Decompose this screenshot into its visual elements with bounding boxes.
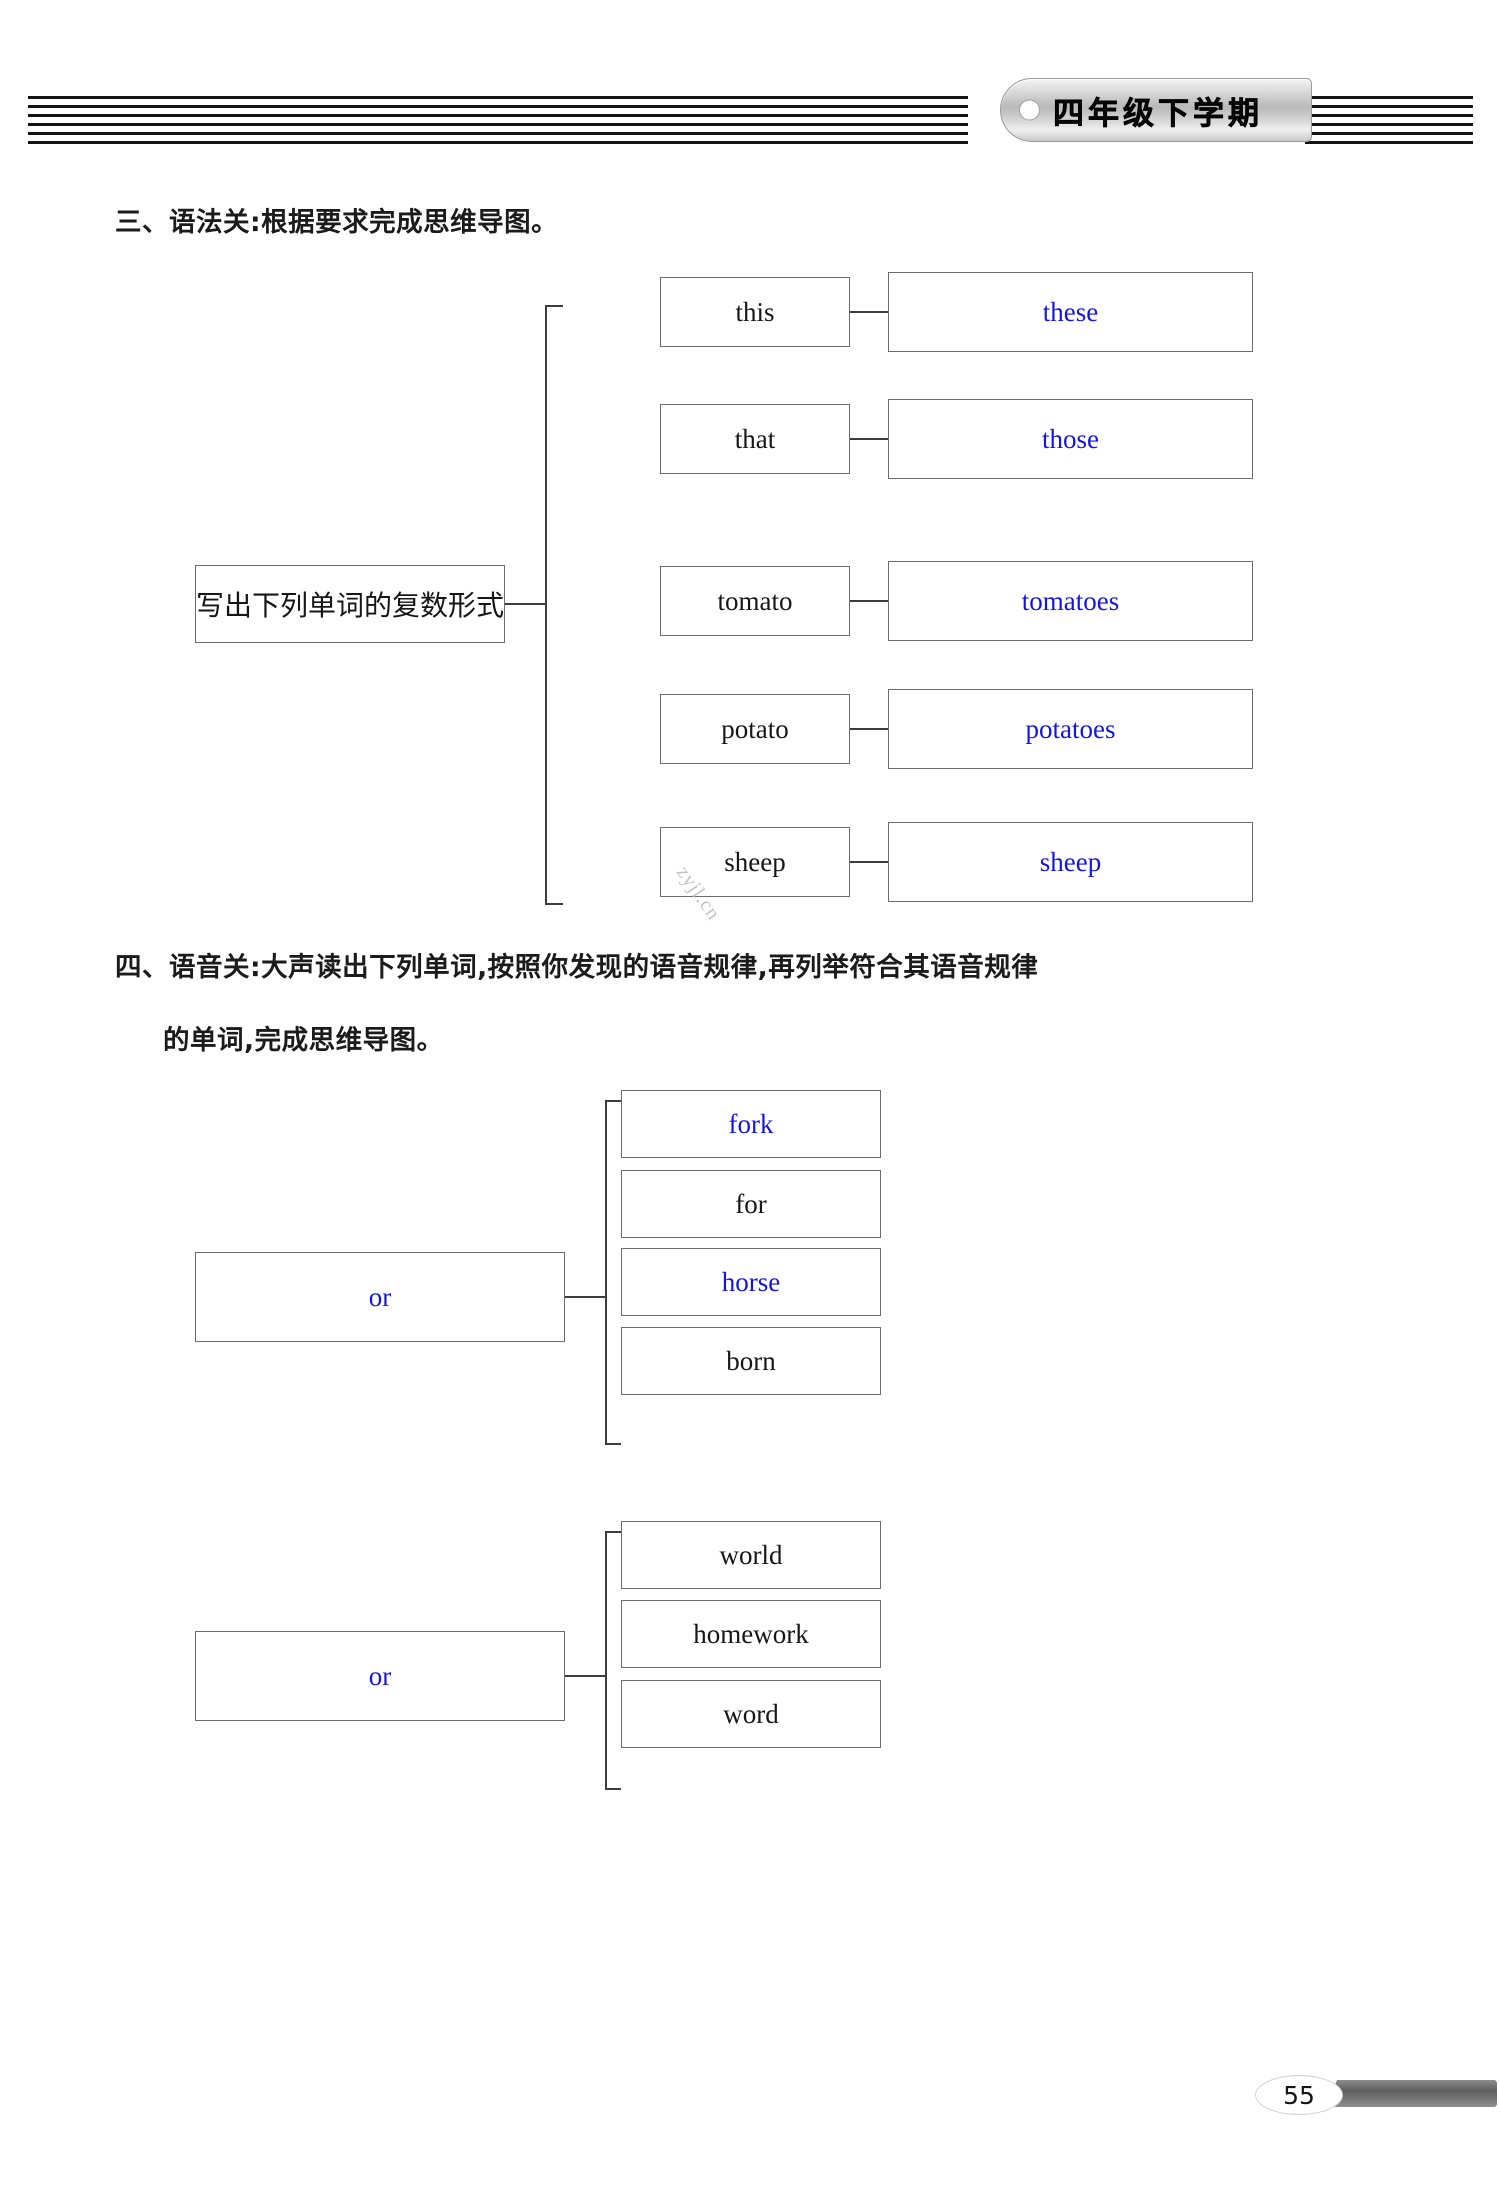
group-stem bbox=[565, 1675, 605, 1677]
footer-bar bbox=[1327, 2080, 1497, 2107]
word-box-singular: sheep bbox=[660, 827, 850, 897]
phonics-word-box[interactable]: word bbox=[621, 1680, 881, 1748]
phonics-group-center[interactable]: or bbox=[195, 1631, 565, 1721]
pair-connector bbox=[850, 861, 888, 863]
header-stripes-left bbox=[28, 96, 968, 144]
header-stripes-right bbox=[1305, 96, 1473, 144]
section-3-heading: 三、语法关:根据要求完成思维导图。 bbox=[115, 207, 559, 238]
pair-connector bbox=[850, 728, 888, 730]
section-4-heading-line2: 的单词,完成思维导图。 bbox=[163, 1025, 444, 1056]
phonics-word-box[interactable]: world bbox=[621, 1521, 881, 1589]
pair-connector bbox=[850, 600, 888, 602]
grade-badge-label: 四年级下学期 bbox=[1053, 95, 1263, 132]
trunk-cap-bottom bbox=[545, 903, 563, 905]
section-3-trunk bbox=[545, 305, 547, 905]
page-number: 55 bbox=[1255, 2075, 1343, 2115]
word-box-singular: this bbox=[660, 277, 850, 347]
trunk-cap-bottom bbox=[605, 1788, 621, 1790]
pair-connector bbox=[850, 438, 888, 440]
phonics-word-box[interactable]: for bbox=[621, 1170, 881, 1238]
word-box-singular: potato bbox=[660, 694, 850, 764]
trunk-cap-bottom bbox=[605, 1443, 621, 1445]
grade-badge: 四年级下学期 bbox=[1000, 78, 1312, 142]
word-box-singular: that bbox=[660, 404, 850, 474]
group-trunk bbox=[605, 1531, 607, 1790]
section-3-central-node: 写出下列单词的复数形式 bbox=[195, 565, 505, 643]
trunk-cap-top bbox=[605, 1100, 621, 1102]
trunk-cap-top bbox=[605, 1531, 621, 1533]
central-node-stem bbox=[505, 603, 545, 605]
phonics-word-box[interactable]: homework bbox=[621, 1600, 881, 1668]
trunk-cap-top bbox=[545, 305, 563, 307]
page-footer: 55 bbox=[1255, 2075, 1497, 2115]
pair-connector bbox=[850, 311, 888, 313]
word-box-plural[interactable]: these bbox=[888, 272, 1253, 352]
badge-rivet-hole-icon bbox=[1019, 99, 1040, 121]
section-4-heading-line1: 四、语音关:大声读出下列单词,按照你发现的语音规律,再列举符合其语音规律 bbox=[115, 952, 1039, 983]
word-box-plural[interactable]: sheep bbox=[888, 822, 1253, 902]
word-box-singular: tomato bbox=[660, 566, 850, 636]
group-trunk bbox=[605, 1100, 607, 1445]
phonics-word-box[interactable]: born bbox=[621, 1327, 881, 1395]
phonics-word-box[interactable]: horse bbox=[621, 1248, 881, 1316]
word-box-plural[interactable]: tomatoes bbox=[888, 561, 1253, 641]
phonics-word-box[interactable]: fork bbox=[621, 1090, 881, 1158]
phonics-group-center[interactable]: or bbox=[195, 1252, 565, 1342]
word-box-plural[interactable]: potatoes bbox=[888, 689, 1253, 769]
word-box-plural[interactable]: those bbox=[888, 399, 1253, 479]
page-header: 四年级下学期 bbox=[0, 0, 1500, 170]
group-stem bbox=[565, 1296, 605, 1298]
